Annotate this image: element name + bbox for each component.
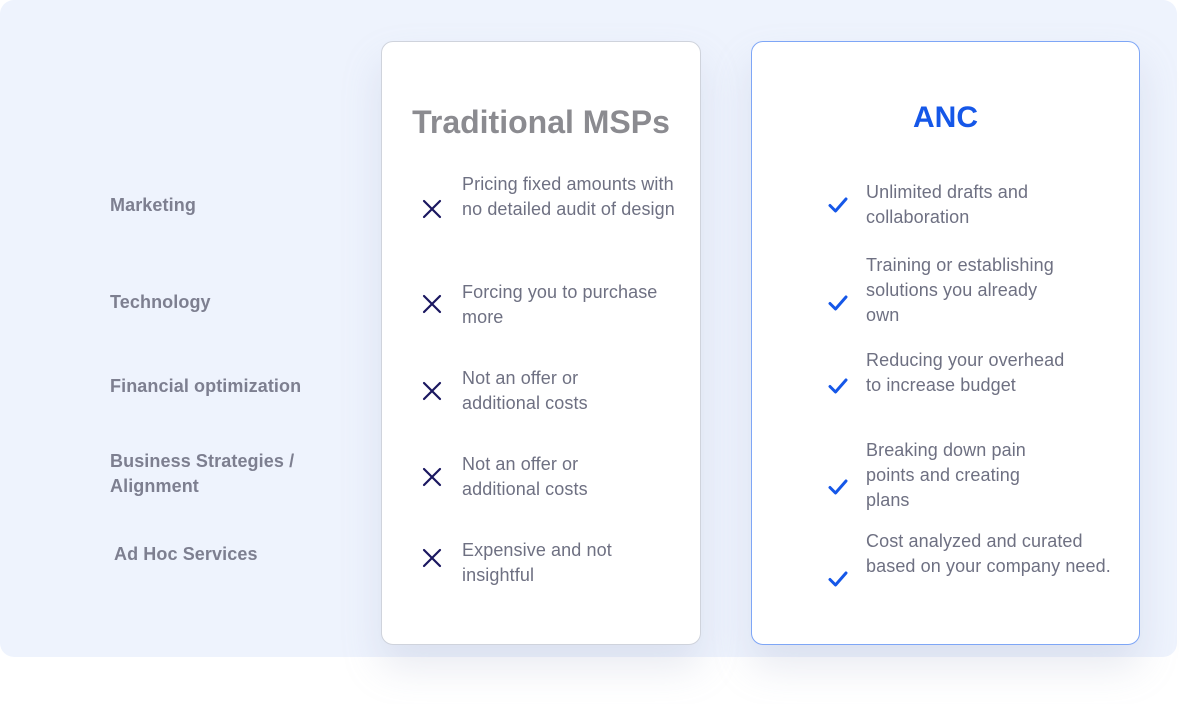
traditional-item-technology: Forcing you to purchase more	[462, 282, 658, 327]
row-label-marketing: Marketing	[110, 195, 196, 215]
traditional-item-marketing: Pricing fixed amounts with no detailed a…	[462, 174, 675, 219]
traditional-item-business: Not an offer or additional costs	[462, 454, 588, 499]
traditional-item-ad-hoc: Expensive and not insightful	[462, 540, 612, 585]
anc-item-financial: Reducing your overhead to increase budge…	[866, 350, 1065, 395]
check-icon	[828, 479, 848, 495]
anc-item-marketing: Unlimited drafts and collaboration	[866, 182, 1029, 227]
x-icon	[422, 548, 442, 568]
anc-item-business: Breaking down pain points and creating p…	[866, 440, 1026, 510]
x-icon	[422, 294, 442, 314]
check-icon	[828, 378, 848, 394]
anc-item-technology: Training or establishing solutions you a…	[866, 255, 1054, 325]
check-icon	[828, 295, 848, 311]
anc-card: ANC Unlimited drafts and collaboration T…	[751, 41, 1140, 645]
row-label-business-strategies: Business Strategies / Alignment	[110, 451, 295, 496]
x-icon	[422, 467, 442, 487]
x-icon	[422, 199, 442, 219]
anc-item-ad-hoc: Cost analyzed and curated based on your …	[866, 531, 1111, 576]
traditional-msps-card: Traditional MSPs Pricing fixed amounts w…	[381, 41, 701, 645]
row-label-financial-optimization: Financial optimization	[110, 376, 302, 396]
check-icon	[828, 571, 848, 587]
x-icon	[422, 381, 442, 401]
traditional-msps-title: Traditional MSPs	[412, 104, 670, 140]
row-label-technology: Technology	[110, 292, 211, 312]
row-label-ad-hoc-services: Ad Hoc Services	[114, 544, 258, 564]
comparison-panel: Marketing Technology Financial optimizat…	[0, 0, 1177, 657]
traditional-item-financial: Not an offer or additional costs	[462, 368, 588, 413]
anc-title: ANC	[913, 101, 978, 134]
check-icon	[828, 197, 848, 213]
